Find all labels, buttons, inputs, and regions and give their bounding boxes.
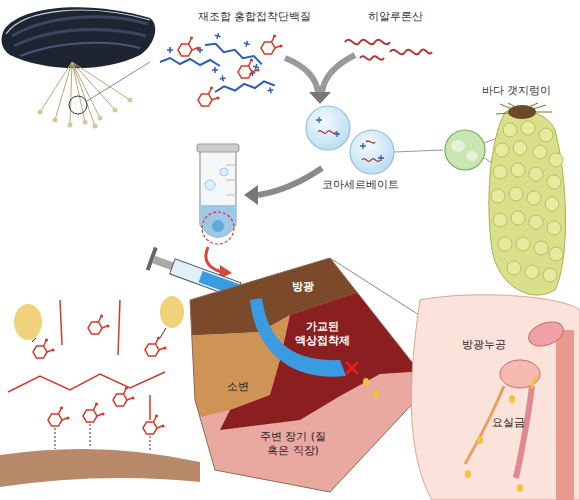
mussel: [2, 7, 156, 128]
catechol-crosslinks: [0, 296, 200, 487]
tissue-section: [180, 245, 440, 500]
text-label: 요실금: [492, 416, 525, 430]
sandcastle-worm: [445, 103, 566, 295]
text-label: 주변 장기 (질 혹은 직장): [248, 430, 338, 458]
text-label: 바다 갯지렁이: [482, 84, 552, 98]
text-label: 방광누공: [462, 338, 506, 352]
text-label: 재조합 홍합접착단백질: [198, 10, 312, 24]
leak-mark: [346, 362, 379, 398]
test-tube: [197, 144, 239, 244]
text-label: 히알루론산: [368, 10, 423, 24]
hyaluronic-acid: [345, 40, 432, 60]
transfer-arrow: [244, 168, 322, 205]
text-label: 가교된 액상접착제: [290, 320, 354, 348]
protein-chains: [160, 31, 283, 107]
text-label: 소변: [227, 380, 249, 394]
text-label: 코아세르베이트: [322, 178, 399, 192]
text-label: 방광: [292, 280, 314, 294]
coacervate-droplets: [306, 106, 443, 174]
pelvic-anatomy: [411, 295, 580, 500]
merge-arrow: [285, 55, 355, 104]
